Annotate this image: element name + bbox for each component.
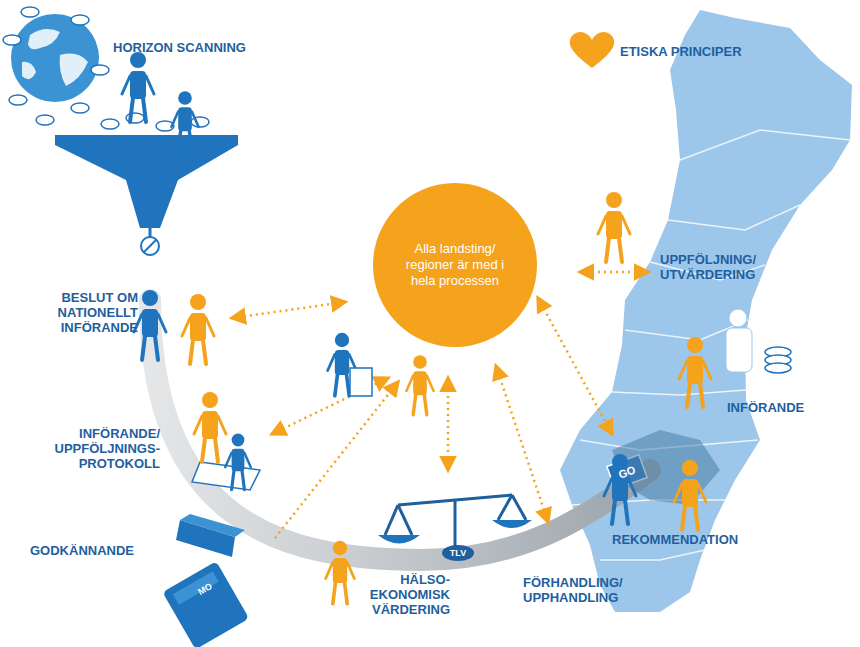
figure-body [335, 350, 349, 375]
figure-body [190, 313, 206, 341]
person-figure [194, 392, 226, 462]
center-circle: Alla landsting/ regioner är med i hela p… [373, 183, 537, 347]
person-figure [406, 355, 433, 415]
person-figure [171, 91, 198, 151]
figure-legs [606, 238, 622, 262]
funnel [55, 135, 238, 228]
person-figure [674, 460, 706, 530]
figure-body [202, 411, 218, 439]
figure-legs [202, 438, 218, 462]
scale-pan [378, 535, 420, 544]
figure-arms [225, 453, 251, 467]
sweden-map [560, 10, 852, 612]
calculator [162, 561, 249, 647]
person-figure [134, 290, 166, 360]
figure-arms [674, 484, 706, 502]
figure-legs [232, 470, 245, 489]
figure-arms [134, 314, 166, 332]
globe [11, 14, 99, 102]
step-label: REKOMMENDATION [612, 532, 752, 547]
figure-legs [190, 340, 206, 364]
globe-land [22, 29, 88, 86]
step-label: HÄLSO- EKONOMISK VÄRDERING [350, 572, 450, 617]
tlv-text: TLV [443, 548, 473, 558]
figure-body [232, 449, 245, 471]
figure-arms [679, 361, 711, 379]
person-figure [326, 541, 355, 604]
person-figure [182, 294, 214, 364]
figure-legs [413, 394, 427, 414]
person-figure [225, 434, 251, 490]
pill [141, 237, 159, 255]
scale-pan [492, 520, 532, 528]
figure-arms [604, 478, 636, 496]
heart-icon [570, 32, 615, 68]
title-label: ETISKA PRINCIPER [620, 44, 790, 59]
figure-body [178, 107, 192, 131]
figure-body [687, 356, 703, 384]
clipboard [350, 368, 372, 396]
figure-arms [122, 76, 154, 94]
pharmacist-figure [726, 309, 752, 372]
figure-legs [178, 130, 192, 150]
figure-head [413, 355, 427, 369]
circle-text: Alla landsting/ regioner är med i hela p… [405, 241, 505, 289]
pill-jar [765, 347, 791, 373]
figure-head [232, 434, 245, 447]
figure-head [190, 294, 206, 310]
figure-arms [406, 376, 433, 391]
figure-arms [326, 562, 355, 578]
figure-body [682, 479, 698, 507]
tlv-badge [442, 545, 474, 561]
figure-head [178, 91, 192, 105]
dotted-line [275, 382, 398, 538]
figure-head [142, 290, 158, 306]
figure-body [606, 211, 622, 239]
figure-arms [171, 112, 198, 127]
person-figure [598, 192, 630, 262]
figure-legs [687, 383, 703, 407]
figure-legs [335, 374, 349, 396]
process-arc [150, 300, 650, 560]
step-label: GODKÄNNANDE [30, 543, 150, 558]
pills [3, 7, 209, 131]
county-lines [572, 130, 850, 560]
figure-legs [142, 336, 158, 360]
figure-arms [182, 318, 214, 336]
step-label: INFÖRANDE/ UPPFÖLJNINGS- PROTOKOLL [40, 426, 160, 471]
person-figure [679, 337, 711, 407]
figure-head [333, 541, 347, 555]
figure-legs [333, 582, 347, 604]
step-label: UPPFÖLJNING/ UTVÄRDERING [660, 252, 784, 282]
figure-arms [598, 216, 630, 234]
figure-body [142, 309, 158, 337]
medicine-box-top [180, 514, 245, 537]
figure-body [333, 558, 347, 583]
figure-head [335, 333, 349, 347]
figure-head [606, 192, 622, 208]
figure-body [130, 71, 146, 99]
figure-body [413, 371, 427, 395]
step-label: HORIZON SCANNING [113, 40, 283, 55]
step-label: INFÖRANDE [727, 400, 827, 415]
figure-head [682, 460, 698, 476]
person-figure [122, 52, 154, 122]
figure-legs [130, 98, 146, 122]
pill-line [144, 240, 156, 252]
figure-arms [194, 416, 226, 434]
figure-legs [682, 506, 698, 530]
figure-legs [612, 500, 628, 524]
figure-head [687, 337, 703, 353]
figure-head [202, 392, 218, 408]
step-label: BESLUT OM NATIONELLT INFÖRANDE [36, 290, 138, 335]
step-label: FÖRHANDLING/ UPPHANDLING [523, 575, 651, 605]
